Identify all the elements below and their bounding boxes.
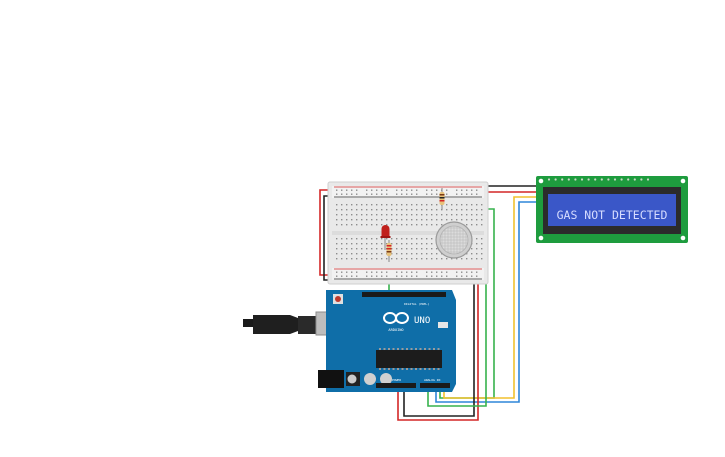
wire-red-left-rail[interactable] (319, 189, 332, 276)
lcd-module[interactable]: GAS NOT DETECTED (536, 176, 688, 243)
arduino-analog-label: ANALOG IN (424, 378, 440, 382)
breadboard[interactable] (327, 181, 489, 285)
led[interactable] (380, 225, 391, 250)
arduino-model-label: UNO (414, 316, 430, 326)
wire-blue-lcd[interactable] (435, 201, 538, 403)
arduino-board[interactable]: UNO ARDUINO DIGITAL (PWM~) POWER ANALOG … (318, 290, 456, 392)
arduino-power-label: POWER (392, 378, 401, 382)
arduino-digital-label: DIGITAL (PWM~) (404, 302, 429, 306)
resistor-led[interactable] (386, 240, 392, 262)
gas-sensor[interactable] (435, 221, 473, 259)
lcd-header-pins (547, 178, 650, 181)
resistor-top[interactable] (439, 188, 445, 210)
arduino-brand-label: ARDUINO (388, 328, 403, 332)
arduino-infinity-icon (383, 312, 410, 324)
lcd-display-text: GAS NOT DETECTED (557, 208, 668, 222)
wire-yellow-lcd-scl[interactable] (443, 196, 538, 399)
